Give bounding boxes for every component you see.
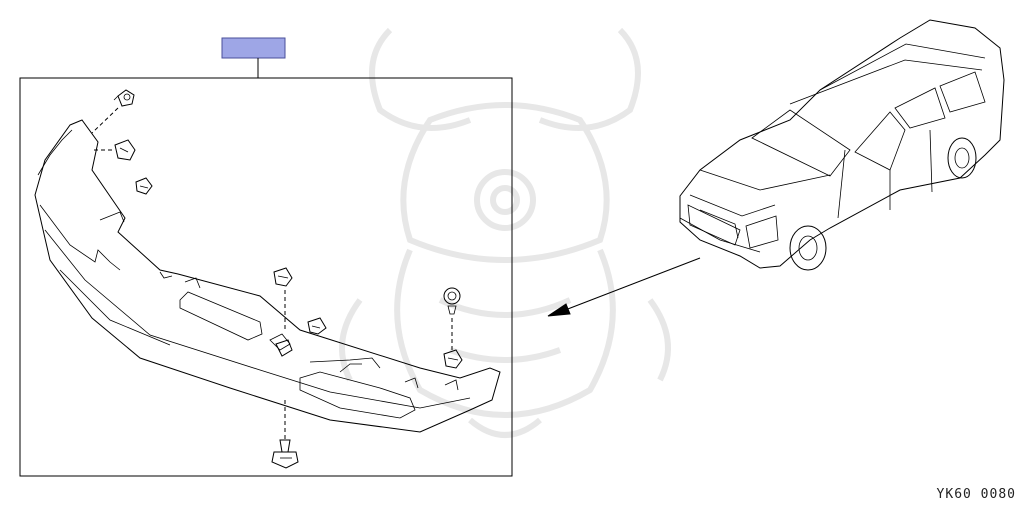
figure-code: YK60 0080 [936, 487, 1016, 502]
assembly-line [91, 107, 119, 134]
location-arrow [547, 257, 701, 317]
detail-frame [19, 77, 513, 477]
push-rivet-bottom [271, 439, 299, 469]
watermark-emblem [339, 27, 671, 438]
part-callout-box[interactable] [221, 37, 286, 59]
bracket-clip-1 [114, 139, 136, 161]
clip-fastener-right [443, 287, 461, 315]
bracket-clip-5 [275, 339, 293, 357]
bracket-clip-4 [307, 317, 327, 335]
front-bumper-cover [34, 119, 501, 433]
vehicle-wagon-overview [679, 19, 1005, 271]
push-rivet-top [113, 89, 135, 107]
bracket-clip-3 [273, 267, 293, 287]
bracket-clip-2 [135, 177, 153, 195]
bracket-clip-6 [443, 349, 463, 369]
